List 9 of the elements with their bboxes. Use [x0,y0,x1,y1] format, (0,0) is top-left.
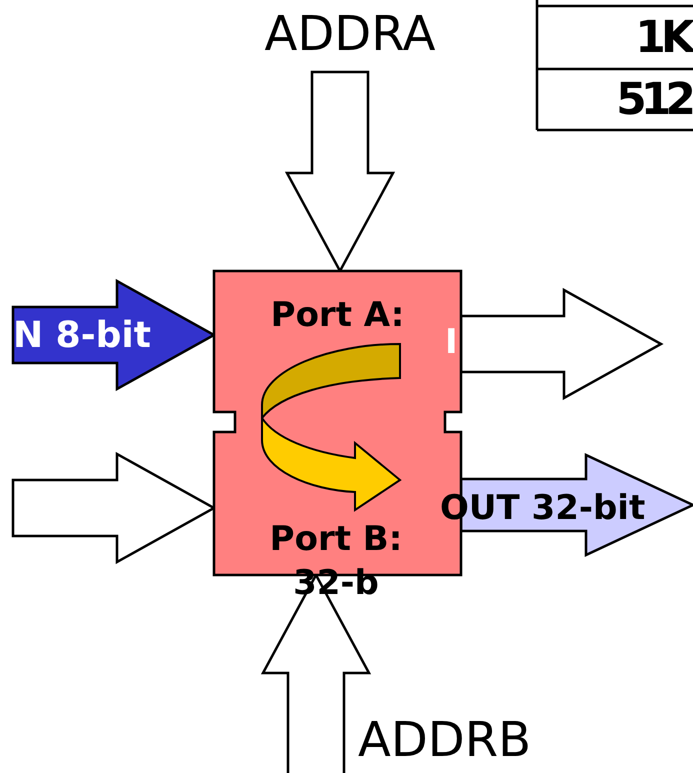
cut-text: I [445,322,459,363]
port-label: ADDRB [358,712,532,770]
block-arrow [460,288,664,400]
table-cell-text: 512 [615,74,690,127]
table-cell-text: 1K [560,12,690,65]
block-arrow [460,453,693,557]
port-label: Port A: [270,294,406,337]
port-label: ADDRA [264,5,436,64]
edge-label: N 8-bit [13,314,151,358]
